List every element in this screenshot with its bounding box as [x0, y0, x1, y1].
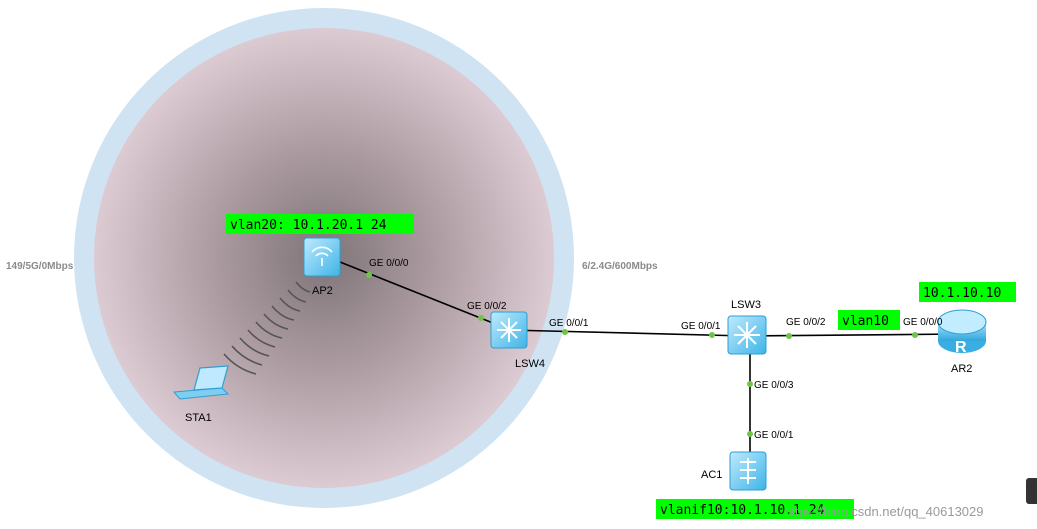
partial-device-icon [1026, 478, 1037, 504]
radio-5g-label: 149/5G/0Mbps [6, 261, 74, 272]
ac1-label: AC1 [701, 469, 722, 481]
port-dots [366, 272, 918, 437]
port-label: GE 0/0/1 [549, 318, 589, 329]
ar2-device[interactable]: R AR2 [937, 309, 987, 375]
radio-24g-label: 6/2.4G/600Mbps [582, 261, 658, 272]
link-lsw4-lsw3 [507, 329, 747, 337]
lsw4-device[interactable]: LSW4 [490, 311, 545, 370]
port-dot [366, 272, 372, 278]
note-text: vlanif10:10.1.10.1 24 [660, 503, 825, 518]
access-point-icon [303, 237, 341, 277]
note-text: 10.1.10.10 [923, 286, 1001, 301]
port-dot [747, 381, 753, 387]
port-label: GE 0/0/0 [903, 317, 943, 328]
port-dot [709, 332, 715, 338]
port-dot [912, 332, 918, 338]
port-label: GE 0/0/0 [369, 258, 409, 269]
port-dot [747, 431, 753, 437]
ar2-label: AR2 [951, 363, 972, 375]
port-dot [562, 329, 568, 335]
router-r-glyph: R [955, 339, 967, 356]
ap2-device[interactable]: AP2 [303, 237, 341, 297]
lsw4-label: LSW4 [515, 358, 545, 370]
port-labels: GE 0/0/0 GE 0/0/2 GE 0/0/1 GE 0/0/1 GE 0… [369, 258, 943, 441]
port-label: GE 0/0/2 [786, 317, 826, 328]
link-lsw3-ar2 [745, 333, 961, 337]
note-ap-vlan[interactable]: vlan20: 10.1.20.1 24 [226, 214, 414, 234]
ap2-label: AP2 [312, 285, 333, 297]
note-text: vlan20: 10.1.20.1 24 [230, 218, 387, 233]
sta1-label: STA1 [185, 412, 212, 424]
port-label: GE 0/0/1 [754, 430, 794, 441]
lsw3-label: LSW3 [731, 299, 761, 311]
watermark-text: https://blog.csdn.net/qq_40613029 [784, 504, 984, 519]
note-vlan10[interactable]: vlan10 [838, 310, 900, 330]
note-ac-vlanif[interactable]: vlanif10:10.1.10.1 24 [656, 499, 854, 519]
sta1-device[interactable]: STA1 [172, 365, 230, 424]
lsw3-device[interactable]: LSW3 [727, 299, 767, 355]
port-label: GE 0/0/1 [681, 321, 721, 332]
port-label: GE 0/0/2 [467, 301, 507, 312]
laptop-icon [193, 365, 229, 391]
port-dot [786, 333, 792, 339]
note-ar2-ip[interactable]: 10.1.10.10 [919, 282, 1016, 302]
wireless-signal [223, 281, 311, 375]
ac1-device[interactable]: AC1 [701, 451, 767, 491]
port-label: GE 0/0/3 [754, 380, 794, 391]
port-dot [478, 315, 484, 321]
note-text: vlan10 [842, 314, 889, 329]
